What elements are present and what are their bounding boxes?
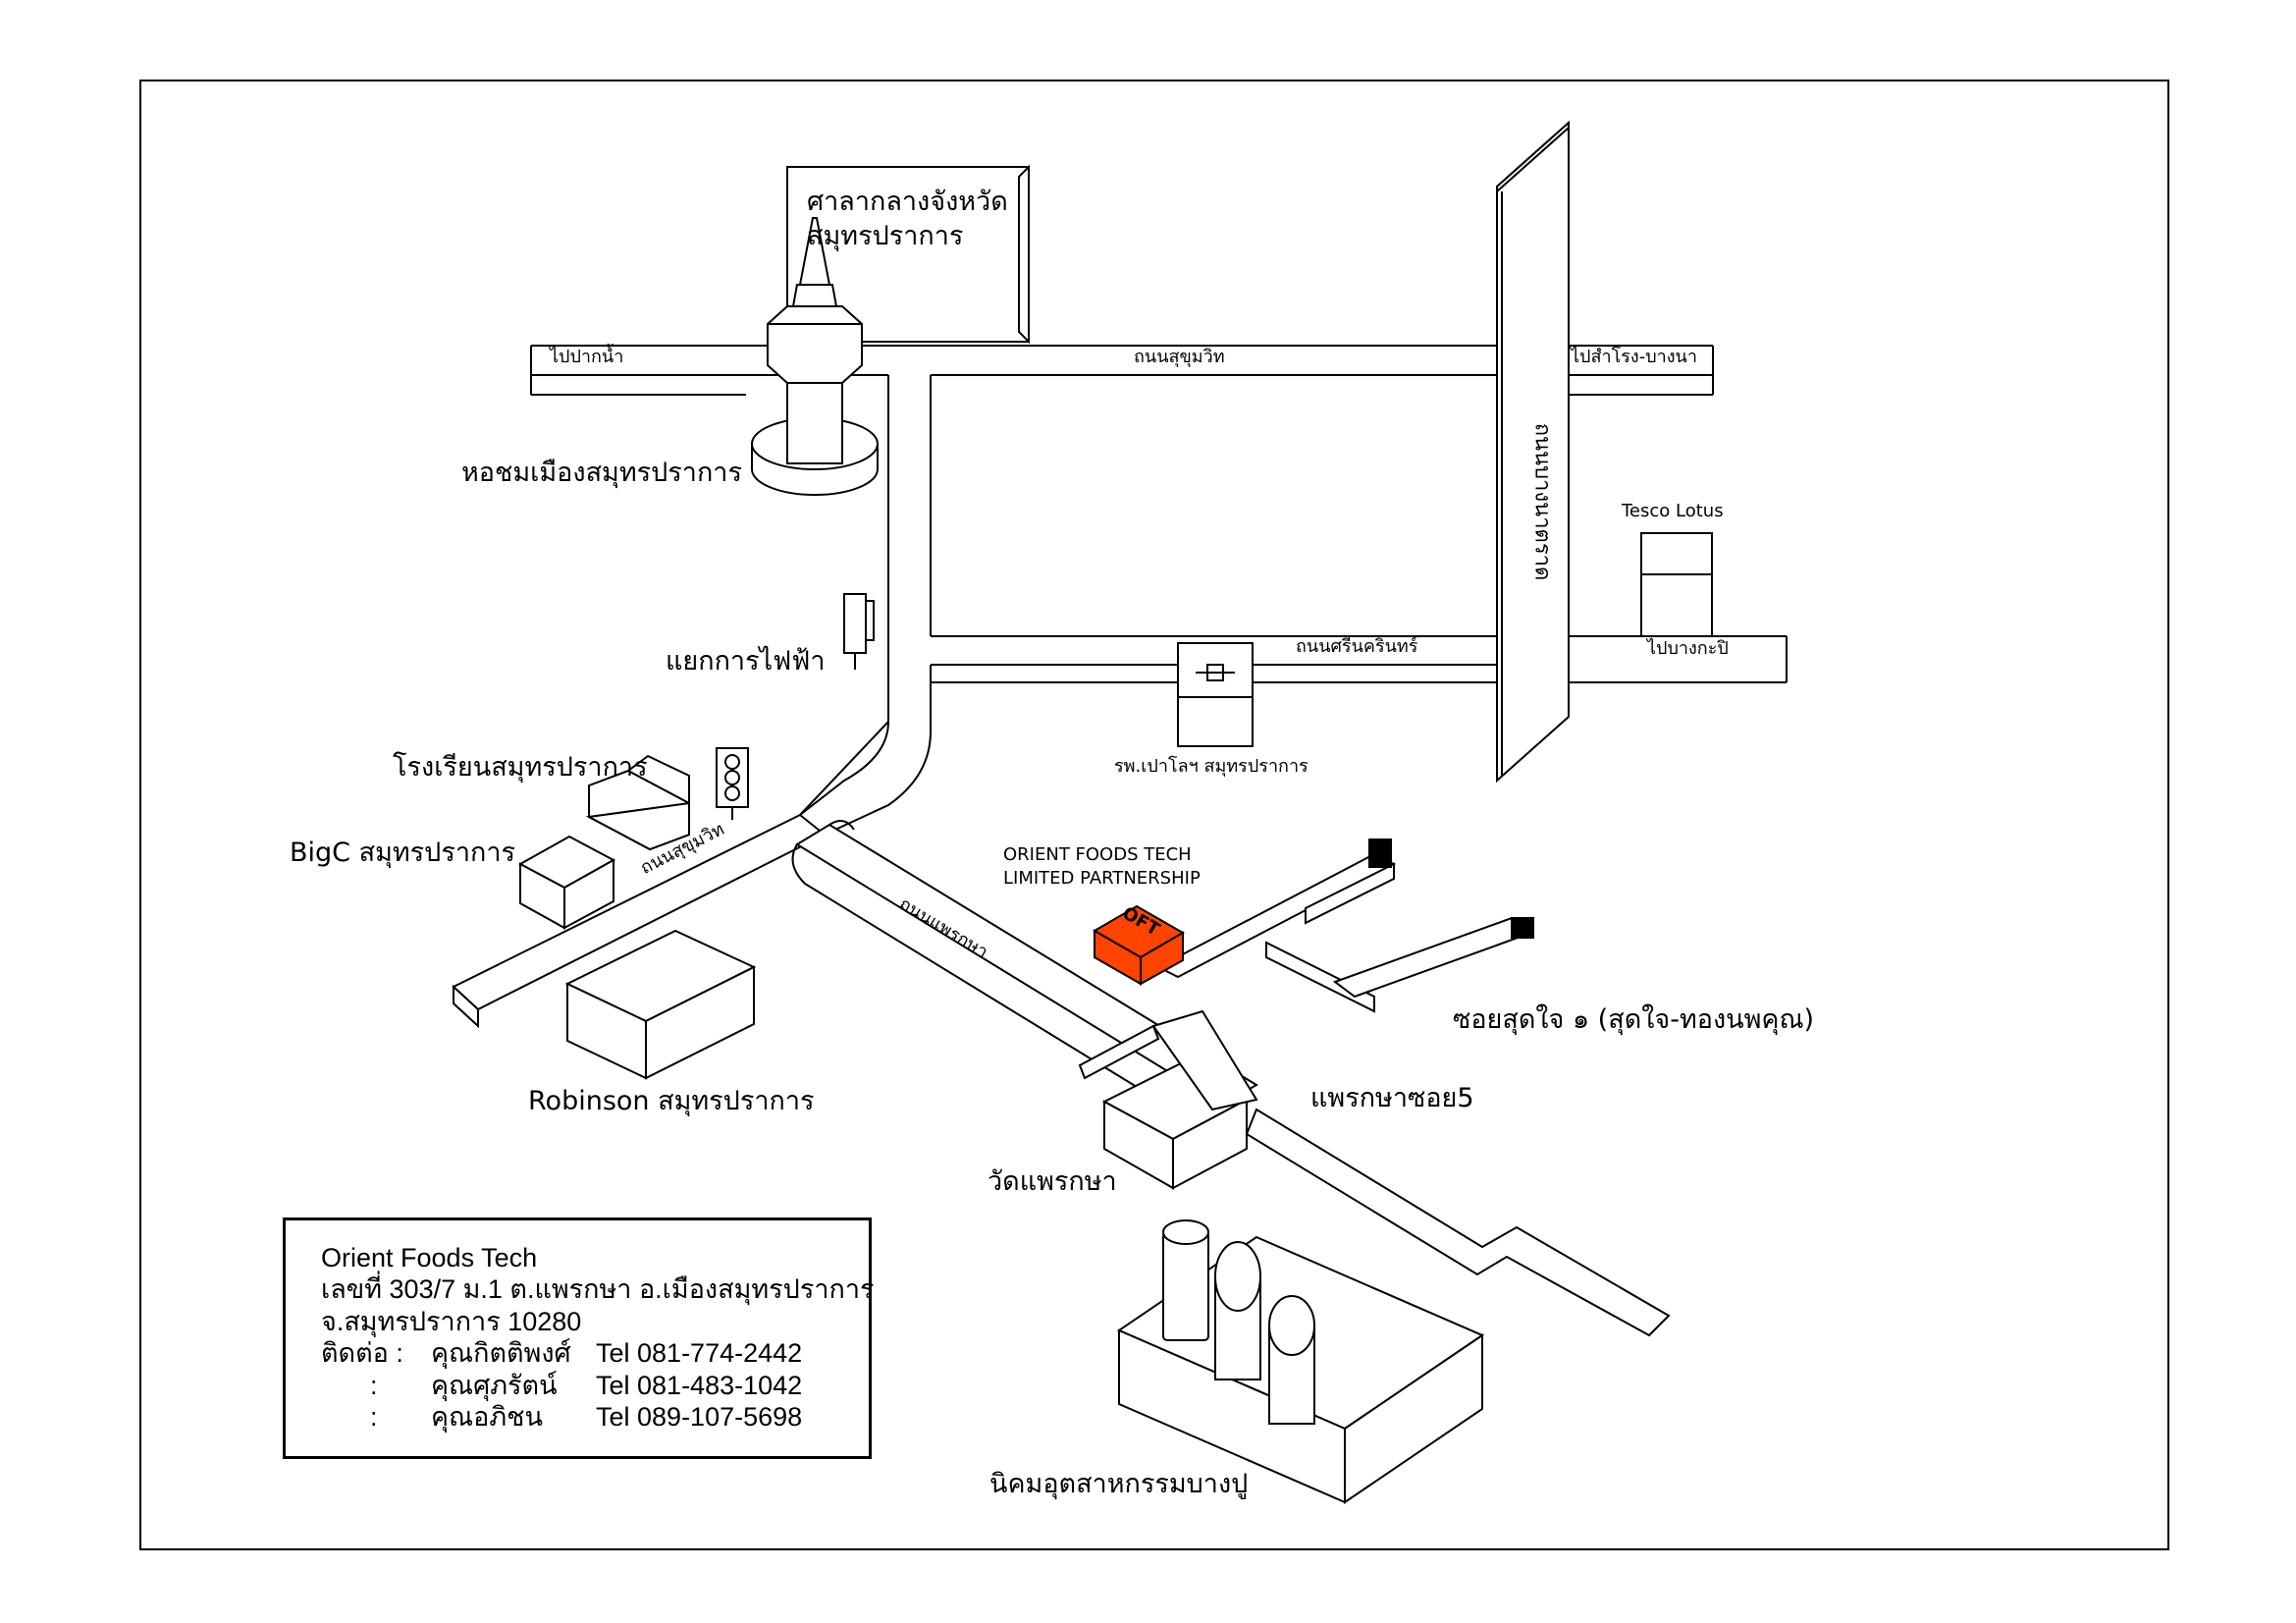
info-name: Orient Foods Tech — [321, 1243, 538, 1272]
bigc-building — [517, 835, 616, 930]
label-to-paknam: ไปปากน้ำ — [550, 347, 624, 367]
label-electric-junction: แยกการไฟฟ้า — [666, 646, 826, 676]
label-bangpu: นิคมอุตสาหกรรมบางปู — [989, 1469, 1249, 1499]
label-tower: หอชมเมืองสมุทรปราการ — [461, 458, 742, 488]
contact-prefix: ติดต่อ : — [321, 1338, 403, 1369]
tesco-building — [1640, 532, 1713, 637]
temple-icon — [1078, 1009, 1258, 1190]
street-light-icon — [843, 593, 875, 670]
company-info-box: Orient Foods Tech เลขที่ 303/7 ม.1 ต.แพร… — [283, 1217, 875, 1459]
bangpu-road — [1245, 1108, 1671, 1337]
contact-tel[interactable]: Tel 081-483-1042 — [596, 1370, 803, 1400]
factory-icon — [1116, 1219, 1485, 1504]
tower-icon — [751, 217, 879, 496]
info-address-1: เลขที่ 303/7 ม.1 ต.แพรกษา อ.เมืองสมุทรปร… — [321, 1274, 875, 1305]
contact-person: คุณกิตติพงศ์ — [431, 1338, 571, 1369]
label-praeksa-soi5: แพรกษาซอย5 — [1310, 1083, 1474, 1113]
bangna-highway — [1496, 120, 1570, 784]
contact-prefix: : — [370, 1401, 378, 1432]
label-wat: วัดแพรกษา — [988, 1166, 1117, 1197]
contact-prefix: : — [370, 1370, 378, 1400]
map-frame — [139, 80, 2169, 1550]
contact-person: คุณศุภรัตน์ — [431, 1370, 558, 1400]
robinson-building — [564, 929, 757, 1080]
label-hospital: รพ.เปาโลฯ สมุทรปราการ — [1114, 756, 1308, 777]
label-to-samrong: ไปสำโรง-บางนา — [1571, 347, 1697, 367]
contact-row: : คุณอภิชน Tel 089-107-5698 — [321, 1401, 833, 1433]
info-address-2: จ.สมุทรปราการ 10280 — [321, 1306, 582, 1336]
vertical-road — [799, 374, 932, 836]
label-company-line1: ORIENT FOODS TECH — [1003, 844, 1192, 865]
contact-tel[interactable]: Tel 089-107-5698 — [596, 1401, 803, 1432]
label-company-line2: LIMITED PARTNERSHIP — [1003, 868, 1201, 889]
company-building — [1093, 904, 1185, 986]
label-city-hall: ศาลากลางจังหวัด สมุทรปราการ — [807, 187, 1008, 252]
soi-sudjai-road — [1155, 839, 1534, 1013]
label-robinson: Robinson สมุทรปราการ — [528, 1086, 815, 1116]
label-school: โรงเรียนสมุทรปราการ — [393, 752, 648, 783]
label-soi-sudjai: ซอยสุดใจ ๑ (สุดใจ-ทองนพคุณ) — [1453, 1004, 1815, 1035]
contact-tel[interactable]: Tel 081-774-2442 — [596, 1338, 803, 1369]
label-sukhumvit-top: ถนนสุขุมวิท — [1134, 347, 1225, 367]
school-building — [585, 754, 690, 851]
label-srinakarin: ถนนศรีนครินทร์ — [1296, 636, 1418, 657]
contact-row: ติดต่อ : คุณกิตติพงศ์ Tel 081-774-2442 — [321, 1337, 833, 1369]
contact-row: : คุณศุภรัตน์ Tel 081-483-1042 — [321, 1370, 833, 1401]
label-bigc: BigC สมุทรปราการ — [290, 838, 515, 868]
label-bangna-highway: ถนนบางนาตราด — [1529, 422, 1555, 581]
label-tesco: Tesco Lotus — [1622, 501, 1724, 521]
contact-person: คุณอภิชน — [431, 1401, 543, 1432]
traffic-light-icon — [716, 747, 749, 820]
label-to-bangkapi: ไปบางกะปิ — [1647, 638, 1729, 659]
hospital-building — [1177, 642, 1254, 747]
